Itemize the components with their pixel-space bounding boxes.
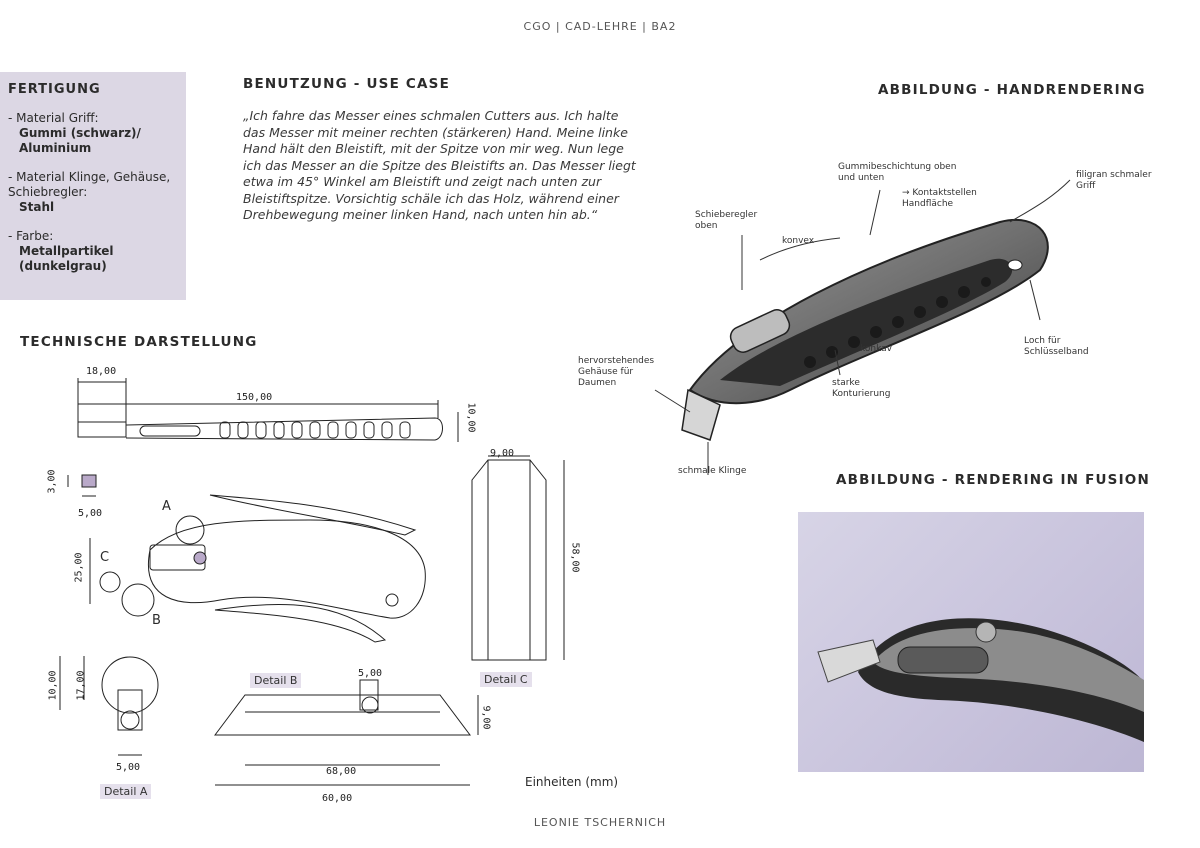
spec-label: - Farbe: <box>8 229 54 243</box>
fertigung-title: FERTIGUNG <box>8 82 101 97</box>
detail-letter-a: A <box>162 499 171 514</box>
dim-68: 68,00 <box>326 766 357 777</box>
dim-10a: 10,00 <box>465 402 477 433</box>
spec-value: Stahl <box>19 200 55 214</box>
note-kontakt: → Kontaktstellen Handfläche <box>902 188 977 209</box>
note-gummi: Gummibeschichtung oben und unten <box>838 162 957 183</box>
dim-5c: 5,00 <box>358 668 383 679</box>
detail-letter-c: C <box>100 550 110 565</box>
spec-label: - Material Klinge, Gehäuse, Schiebregler… <box>8 170 171 199</box>
page-footer: LEONIE TSCHERNICH <box>533 816 667 829</box>
hand-rendering-title: ABBILDUNG - HANDRENDERING <box>878 82 1146 98</box>
note-loch: Loch für Schlüsselband <box>1024 336 1089 357</box>
detail-a-label: Detail A <box>100 784 152 799</box>
dim-150: 150,00 <box>236 392 273 403</box>
dim-17: 17,00 <box>75 670 87 701</box>
spec-material-griff: - Material Griff: Gummi (schwarz)/ Alumi… <box>8 111 178 156</box>
dim-58: 58,00 <box>569 542 581 573</box>
note-gehaeuse: hervorstehendes Gehäuse für Daumen <box>578 356 655 388</box>
dim-3: 3,00 <box>46 469 58 494</box>
technical-title: TECHNISCHE DARSTELLUNG <box>20 334 258 350</box>
page-header: CGO | CAD-LEHRE | BA2 <box>523 20 677 33</box>
spec-farbe: - Farbe: Metallpartikel (dunkelgrau) <box>8 229 178 274</box>
detail-c-label: Detail C <box>480 672 532 687</box>
note-klinge: schmale Klinge <box>678 466 747 476</box>
spec-material-klinge: - Material Klinge, Gehäuse, Schiebregler… <box>8 170 178 215</box>
fertigung-panel: FERTIGUNG - Material Griff: Gummi (schwa… <box>0 72 186 300</box>
dim-10b: 10,00 <box>47 670 59 701</box>
hand-rendering-illustration <box>654 179 1071 475</box>
note-konkav: konkav <box>860 344 892 354</box>
note-konvex: konvex <box>782 236 815 246</box>
fusion-title: ABBILDUNG - RENDERING IN FUSION <box>836 472 1150 488</box>
use-case-title: BENUTZUNG - USE CASE <box>243 76 451 92</box>
dim-9b: 9,00 <box>480 705 492 730</box>
spec-label: - Material Griff: <box>8 111 99 125</box>
dim-25: 25,00 <box>73 552 85 583</box>
units-label: Einheiten (mm) <box>525 775 619 789</box>
dim-5a: 5,00 <box>78 508 103 519</box>
note-filigran: filigran schmaler Griff <box>1076 170 1152 191</box>
use-case-text: „Ich fahre das Messer eines schmalen Cut… <box>243 108 643 224</box>
spec-value: Gummi (schwarz)/ Aluminium <box>19 126 141 155</box>
dim-18: 18,00 <box>86 366 117 377</box>
dim-60: 60,00 <box>322 793 353 804</box>
note-kontur: starke Konturierung <box>832 378 891 399</box>
use-case-paragraph: „Ich fahre das Messer eines schmalen Cut… <box>243 108 636 222</box>
dim-5b: 5,00 <box>116 762 141 773</box>
fusion-knife-render <box>817 618 1144 742</box>
fusion-render-image <box>798 512 1144 772</box>
spec-value: Metallpartikel (dunkelgrau) <box>19 244 114 273</box>
technical-drawing <box>59 378 565 786</box>
detail-letter-b: B <box>152 613 161 628</box>
dim-9a: 9,00 <box>490 448 515 459</box>
note-schieberegler: Schieberegler oben <box>695 210 758 231</box>
detail-b-label: Detail B <box>250 673 302 688</box>
